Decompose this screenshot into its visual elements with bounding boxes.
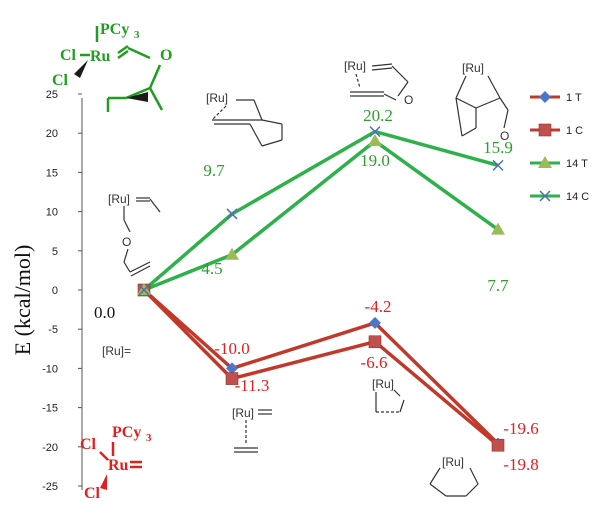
cl-label-top: Cl (60, 47, 77, 64)
data-point-marker (538, 123, 552, 137)
o-label-top: O (160, 47, 172, 64)
ru-label-bicyclic-1: [Ru] (206, 91, 228, 105)
y-tick-label: 20 (46, 128, 58, 140)
cl-label-bottom: Cl (80, 436, 97, 453)
series-line (142, 129, 499, 292)
pcy3-subscript-bottom: 3 (146, 432, 152, 444)
pcy3-subscript: 3 (134, 29, 140, 41)
ru-label-bicyclic-2: [Ru] (462, 61, 484, 75)
y-tick-label: 0 (52, 285, 58, 297)
label-14c-p1: 9.7 (203, 161, 225, 180)
label-1t-p1: -10.0 (214, 339, 249, 358)
series-line (143, 139, 500, 292)
ru-label-start: [Ru] (108, 192, 130, 206)
label-14c-p2: 20.2 (363, 106, 393, 125)
ru-label-bottom: Ru (108, 457, 129, 474)
o-label-peak: O (404, 93, 413, 107)
series-line (142, 288, 500, 445)
o-label-start: O (122, 235, 131, 249)
data-point-marker (368, 335, 382, 349)
series-group (137, 126, 505, 452)
y-tick-label: 10 (46, 207, 58, 219)
data-point-marker (491, 222, 505, 235)
value-labels: 0.0 -10.0 -11.3 -4.2 -6.6 -19.6 -19.8 9.… (94, 106, 539, 474)
structure-ru-alkene: [Ru] (232, 406, 272, 453)
legend: 1 T 1 C 14 T 14 C (530, 91, 589, 203)
data-point-marker (369, 316, 381, 329)
series-line (142, 288, 500, 447)
y-tick-label: -10 (42, 363, 58, 375)
ru-label-top: Ru (90, 48, 111, 65)
ru-carbene-label: [Ru]= (102, 344, 131, 358)
label-14c-p3: 15.9 (483, 138, 513, 157)
y-axis-label: E (kcal/mol) (10, 245, 35, 356)
y-tick-label: 5 (52, 246, 58, 258)
data-point-marker (539, 91, 551, 103)
data-point-marker (225, 372, 239, 385)
y-tick-label: -25 (42, 481, 58, 493)
cl-label-bottom-2: Cl (84, 485, 101, 502)
data-point-marker (539, 190, 551, 202)
catalyst-top-bonds (74, 26, 164, 112)
ru-label-peak: [Ru] (344, 59, 366, 73)
y-tick-label: 15 (46, 167, 58, 179)
structure-bicyclic-1: [Ru] (206, 91, 283, 147)
structure-start: [Ru] O (108, 192, 161, 277)
catalyst-structure-top: PCy 3 Cl Ru Cl O (52, 21, 172, 112)
data-point-marker (369, 126, 381, 138)
data-point-marker (138, 284, 150, 296)
label-1t-p3: -19.6 (503, 419, 538, 438)
ru-label-ruthenacycle: [Ru] (442, 455, 464, 469)
legend-label: 1 T (566, 92, 582, 104)
data-point-marker (492, 159, 504, 171)
data-point-marker (226, 362, 238, 375)
structure-peak: [Ru] O (344, 59, 413, 107)
structure-ruthenacycle: [Ru] (429, 455, 479, 497)
legend-label: 1 C (566, 125, 583, 137)
legend-label: 14 T (566, 158, 588, 170)
y-tick-label: -5 (48, 324, 58, 336)
data-point-marker (491, 438, 505, 452)
cl-label-top-2: Cl (52, 72, 69, 89)
o-label-bicyclic-2: O (500, 129, 509, 143)
label-14t-p2: 19.0 (360, 151, 390, 170)
label-1c-p1: -11.3 (235, 376, 270, 395)
label-1c-p3: -19.8 (503, 455, 538, 474)
label-1c-p2: -6.6 (361, 353, 388, 372)
ru-label-alkene: [Ru] (232, 406, 254, 420)
y-tick-label: -15 (42, 403, 58, 415)
label-1t-p2: -4.2 (365, 297, 392, 316)
label-14t-p3: 7.7 (487, 276, 509, 295)
data-point-marker (368, 134, 382, 147)
data-point-marker (225, 247, 239, 260)
structure-bicyclic-2: [Ru] O (455, 61, 509, 143)
label-start: 0.0 (94, 303, 115, 322)
data-point-marker (538, 156, 552, 168)
y-tick-label: -20 (42, 442, 58, 454)
pcy3-label: PCy (100, 21, 129, 38)
catalyst-bottom-bonds (99, 442, 142, 490)
label-14t-p1: 4.5 (201, 259, 222, 278)
y-tick-label: 25 (46, 89, 58, 101)
pcy3-label-bottom: PCy (112, 424, 141, 441)
legend-label: 14 C (566, 191, 589, 203)
y-ticks: 25 20 15 10 5 0 -5 -10 -15 -20 -25 (42, 89, 82, 493)
data-point-marker (226, 208, 238, 220)
structure-metallacycle-mid: [Ru] (372, 377, 405, 413)
catalyst-structure-bottom: PCy 3 Cl Ru Cl (80, 424, 152, 502)
ru-label-metallacycle: [Ru] (372, 377, 394, 391)
